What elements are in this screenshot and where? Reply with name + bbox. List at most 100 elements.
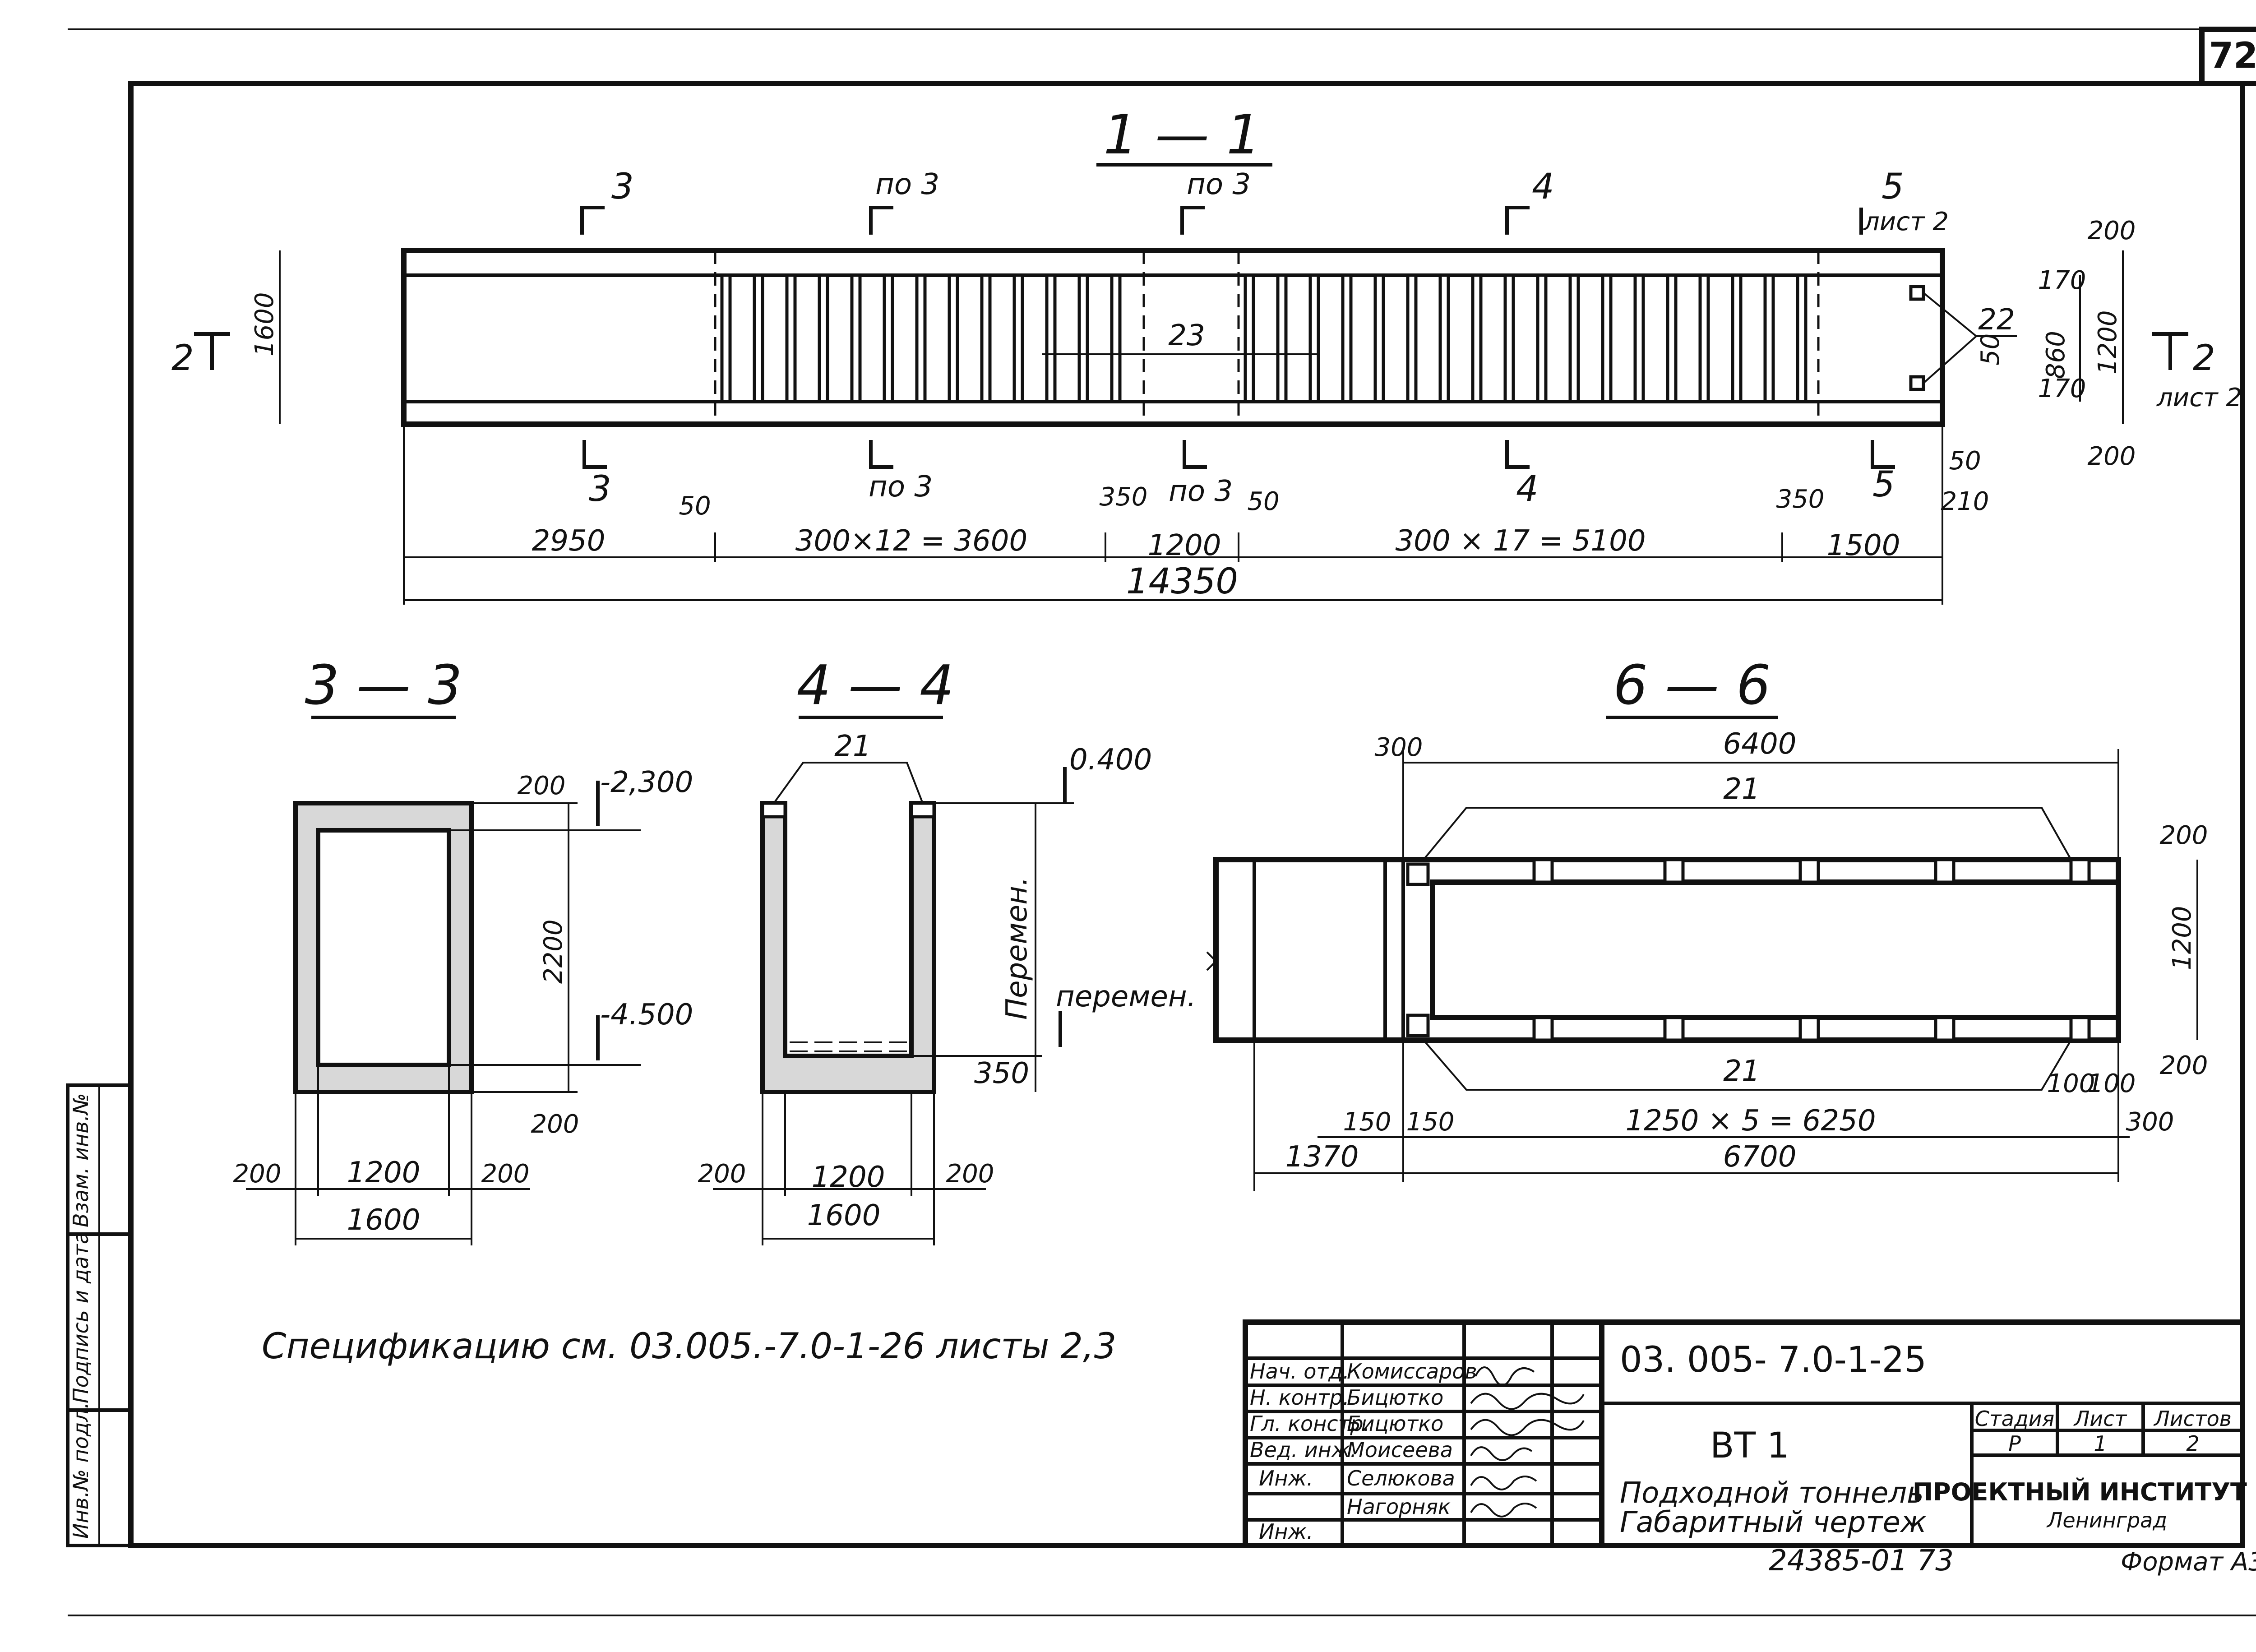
page-number: 72 [2209,36,2256,76]
svg-text:300: 300 [2126,1107,2174,1137]
slab-slat [720,273,732,403]
svg-text:Моисеева: Моисеева [1347,1438,1453,1462]
slab-slats [720,273,1808,403]
slab-slat [980,273,992,403]
slab-slat [1731,273,1743,403]
section-3-3-opening [316,828,451,1067]
svg-text:1600: 1600 [250,292,279,356]
svg-text:2: 2 [2186,1431,2199,1456]
drawing-frame [128,81,2245,1548]
svg-text:100: 100 [2047,1069,2095,1098]
slab-slat [1276,273,1288,403]
svg-text:200: 200 [698,1159,746,1189]
view-1-1-title: 1 — 1 [1104,104,1261,167]
view-6-6: 6 — 6 21 21 300 6400 200 1200 200 100 10… [1206,654,2208,1191]
svg-text:1200: 1200 [2093,310,2122,375]
svg-text:1200: 1200 [2168,906,2197,970]
svg-text:6700: 6700 [1723,1140,1797,1174]
slab-slat [1012,273,1024,403]
svg-text:по 3: по 3 [1187,168,1251,201]
support-posts [1532,858,2091,1042]
svg-text:перемен.: перемен. [1056,980,1196,1013]
svg-text:200: 200 [2160,1051,2208,1080]
support-post [1532,1016,1554,1042]
svg-text:6400: 6400 [1723,727,1797,761]
svg-text:Бицютко: Бицютко [1347,1385,1443,1410]
svg-text:-2,300: -2,300 [600,766,693,799]
svg-text:200: 200 [481,1159,530,1189]
svg-text:50: 50 [1976,333,2005,366]
svg-text:1370: 1370 [1285,1140,1359,1174]
svg-text:3: 3 [611,167,634,207]
slab-slat [1601,273,1613,403]
svg-text:1600: 1600 [807,1199,881,1232]
slab-slat [1666,273,1678,403]
doc-code: 03. 005- 7.0-1-25 [1620,1340,1927,1380]
svg-text:Листов: Листов [2153,1407,2232,1431]
view-3-3: 3 — 3 200 -2,300 2200 -4.500 200 200 120… [233,654,693,1245]
svg-text:лист 2: лист 2 [1863,207,1949,236]
svg-text:50: 50 [1949,446,1981,476]
slab-slat [1406,273,1418,403]
view-6-6-title: 6 — 6 [1613,654,1771,717]
support-post [1798,1016,1820,1042]
inventory-number: 24385-01 73 [1769,1544,1954,1578]
view-4-4-title: 4 — 4 [797,654,954,717]
org-name: ПРОЕКТНЫЙ ИНСТИТУТ №1 [1913,1478,2256,1506]
slab-slat [1568,273,1580,403]
svg-text:860: 860 [2041,331,2071,379]
svg-text:Лист: Лист [2073,1407,2127,1431]
svg-text:200: 200 [2160,821,2208,850]
svg-text:200: 200 [2088,216,2136,245]
slab-slat [1698,273,1710,403]
svg-text:1250 × 5 = 6250: 1250 × 5 = 6250 [1625,1104,1876,1138]
svg-text:2: 2 [2193,338,2215,379]
title-block: 03. 005- 7.0-1-25 ВТ 1 Подходной тоннель… [1243,1319,2256,1548]
support-post [1663,1016,1685,1042]
svg-text:1200: 1200 [1148,529,1221,562]
embedded-plate-bottom [1909,375,1925,391]
view-4-4: 4 — 4 21 0.400 Перемен. перемен. 350 200… [698,654,1196,1245]
support-post [1663,858,1685,884]
svg-text:лист 2: лист 2 [2156,383,2242,412]
svg-text:5: 5 [1872,464,1895,505]
side-stamp-replace: Взам. инв.№ [69,1093,93,1227]
slab-slat [1045,273,1057,403]
slab-slat [948,273,959,403]
svg-text:Инж.: Инж. [1259,1466,1313,1490]
svg-text:170: 170 [2038,374,2086,403]
svg-text:200: 200 [2088,442,2136,471]
svg-text:300 × 17 = 5100: 300 × 17 = 5100 [1395,524,1646,558]
slab-slat [1110,273,1122,403]
embedded-plate-top [1909,285,1925,301]
slab-slat [1438,273,1450,403]
svg-text:200: 200 [233,1159,282,1189]
svg-text:1200: 1200 [347,1156,421,1189]
desc-line-2: Габаритный чертеж [1620,1506,1927,1539]
svg-text:300×12 = 3600: 300×12 = 3600 [795,524,1027,558]
svg-text:170: 170 [2038,266,2086,295]
svg-text:4: 4 [1532,167,1554,207]
svg-text:2200: 2200 [539,919,568,984]
slab-slat [1796,273,1808,403]
section-6-6-outline [1213,857,2121,1043]
signatures [1470,1366,1585,1518]
support-post [2069,858,2091,884]
view-3-3-title: 3 — 3 [305,654,462,717]
svg-text:1: 1 [2094,1431,2107,1456]
support-post [1532,858,1554,884]
slab-slat [1503,273,1515,403]
svg-text:по 3: по 3 [869,470,933,504]
svg-text:Бицютко: Бицютко [1347,1411,1443,1436]
svg-text:Инж.: Инж. [1259,1519,1313,1544]
svg-text:2950: 2950 [532,524,606,558]
slab-slat [1341,273,1353,403]
slab-slat [785,273,797,403]
section-6-6-inner [1430,879,2121,1020]
svg-text:1200: 1200 [812,1161,885,1194]
spec-note: Спецификацию см. 03.005.-7.0-1-26 листы … [262,1326,1116,1367]
slab-slat [1244,273,1255,403]
slab-slat [1373,273,1385,403]
